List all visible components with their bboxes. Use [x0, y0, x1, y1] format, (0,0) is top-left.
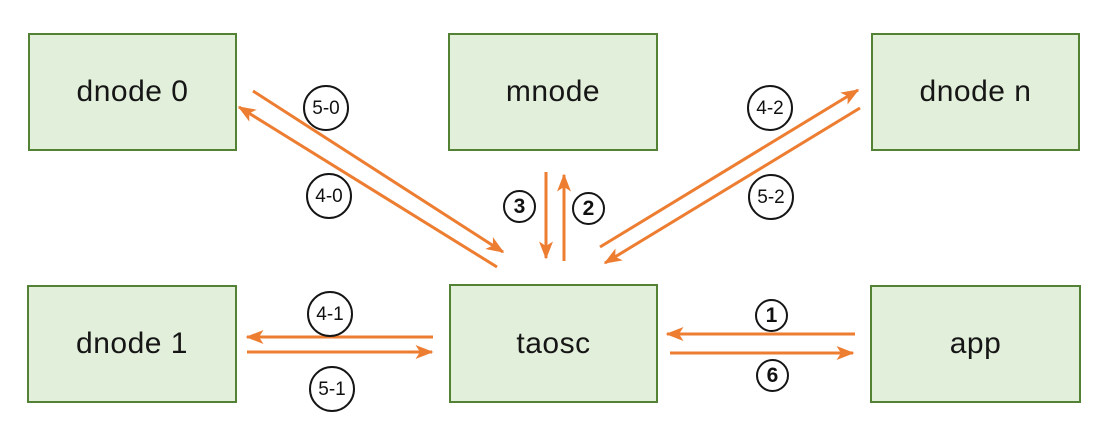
node-dnode-n: dnode n: [871, 33, 1080, 151]
edge-label-5-0: 5-0: [303, 85, 349, 131]
node-mnode: mnode: [448, 33, 658, 151]
arrow-taosc-to-dnoden: [599, 88, 860, 249]
edge-label-5-2: 5-2: [748, 174, 794, 220]
edge-label-2: 2: [572, 192, 605, 225]
arrow-dnode0-to-taosc: [252, 89, 505, 254]
edge-label-3: 3: [503, 190, 536, 223]
node-dnode-1: dnode 1: [27, 285, 237, 403]
edge-label-4-1: 4-1: [307, 291, 353, 337]
node-app: app: [870, 285, 1081, 403]
arrow-taosc-to-dnode0: [237, 105, 498, 269]
edge-label-5-1: 5-1: [309, 366, 355, 412]
edge-label-1: 1: [755, 299, 788, 332]
edge-label-4-0: 4-0: [306, 173, 352, 219]
node-taosc: taosc: [449, 284, 658, 403]
arrow-dnoden-to-taosc: [603, 106, 861, 265]
edge-label-4-2: 4-2: [747, 85, 793, 131]
node-dnode-0: dnode 0: [28, 33, 237, 151]
edge-label-6: 6: [756, 359, 789, 392]
